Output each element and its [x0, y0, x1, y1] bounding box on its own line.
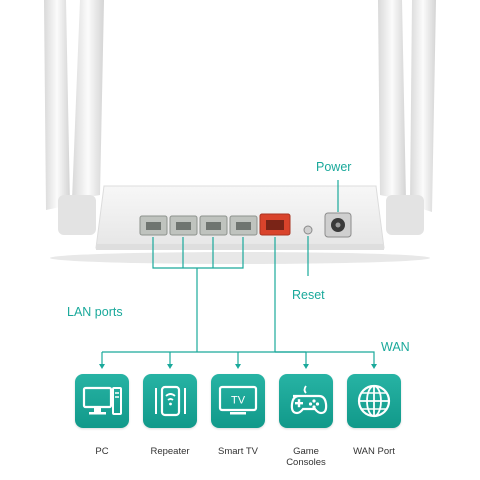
- antenna-right-front: [378, 0, 406, 200]
- device-caption-repeater: Repeater: [150, 446, 190, 457]
- tv-icon-text: TV: [231, 395, 246, 407]
- device-caption-smart-tv: Smart TV: [218, 446, 258, 457]
- device-caption-game-consoles: Game Consoles: [286, 446, 326, 468]
- pc-icon: [82, 386, 122, 415]
- antenna-right-rear: [410, 0, 436, 212]
- antenna-left-front: [72, 0, 104, 200]
- repeater-tile: [143, 374, 197, 428]
- power-label: Power: [316, 160, 352, 174]
- repeater-icon: [155, 385, 186, 417]
- smart-tv-tile: TV: [211, 374, 265, 428]
- wan-port-tile: [347, 374, 401, 428]
- globe-icon: [357, 384, 391, 418]
- lan-ports-label: LAN ports: [67, 305, 123, 319]
- game-consoles-tile: [279, 374, 333, 428]
- wan-port: [259, 213, 291, 236]
- reset-label: Reset: [292, 288, 325, 302]
- pc-tile: [75, 374, 129, 428]
- device-caption-pc: PC: [95, 446, 109, 457]
- smart-tv-icon: TV: [218, 385, 258, 415]
- device-caption-wan-port: WAN Port: [353, 446, 395, 457]
- power-jack: [324, 212, 352, 238]
- gamepad-icon: [290, 385, 328, 415]
- antenna-left-rear: [44, 0, 70, 210]
- wan-label: WAN: [381, 340, 410, 354]
- reset-button: [303, 225, 313, 235]
- connector-lines: [101, 180, 375, 364]
